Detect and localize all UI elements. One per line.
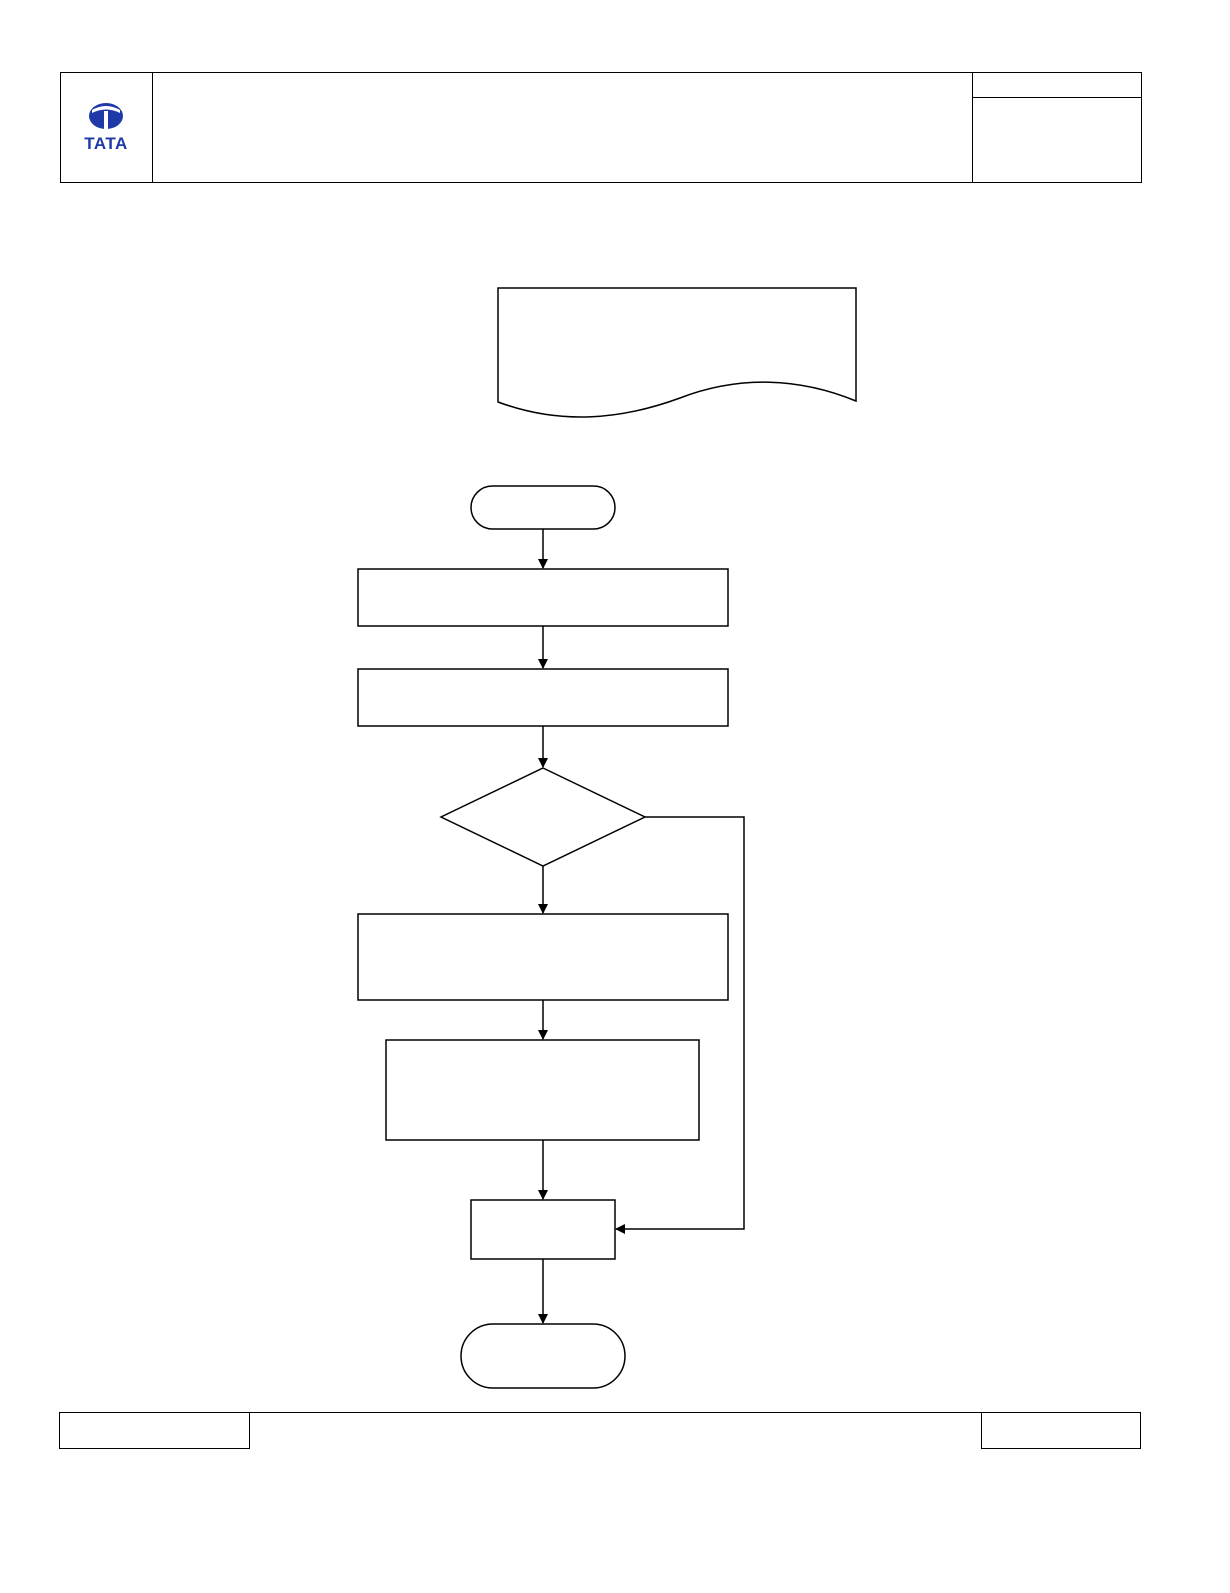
logo-wordmark: TATA bbox=[84, 134, 128, 153]
document-shape bbox=[497, 287, 857, 418]
header-doc-no-cell bbox=[973, 72, 1142, 98]
arrow-decision-bypass-to-step5 bbox=[615, 816, 745, 1234]
process-step-1 bbox=[357, 568, 729, 627]
tata-logo-icon bbox=[89, 103, 123, 129]
start-terminator bbox=[470, 485, 616, 530]
process-step-5 bbox=[470, 1199, 616, 1260]
decision-diamond bbox=[439, 767, 647, 867]
footer-left-cell bbox=[59, 1412, 250, 1449]
end-terminator bbox=[460, 1323, 626, 1389]
footer-right-cell bbox=[981, 1412, 1141, 1449]
process-step-3 bbox=[357, 913, 729, 1001]
header-frame bbox=[60, 72, 1142, 183]
process-step-2 bbox=[357, 668, 729, 727]
footer-divider bbox=[250, 1412, 981, 1413]
header-meta-cell bbox=[972, 72, 1142, 183]
process-step-4 bbox=[385, 1039, 700, 1141]
logo-cell: TATA bbox=[60, 72, 153, 183]
